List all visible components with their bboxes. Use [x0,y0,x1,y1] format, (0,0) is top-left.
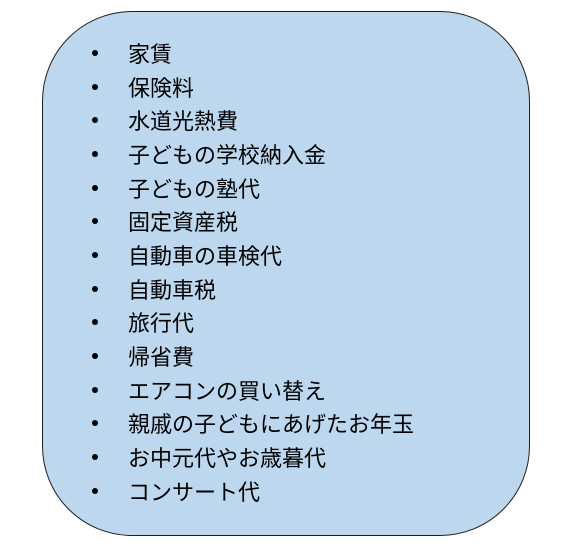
bullet-icon [92,319,98,326]
list-item-label: 保険料 [128,76,195,102]
list-item-label: お中元代やお歳暮代 [128,447,327,473]
bullet-icon [92,353,98,360]
list-item-label: エアコンの買い替え [128,379,327,405]
bullet-icon [92,117,98,124]
list-item: 自動車の車検代 [92,238,414,272]
list-item: 水道光熱費 [92,103,414,137]
bullet-icon [92,150,98,157]
list-item: エアコンの買い替え [92,373,414,407]
expense-card: 家賃保険料水道光熱費子どもの学校納入金子どもの塾代固定資産税自動車の車検代自動車… [42,11,530,536]
list-item: 子どもの塾代 [92,171,414,205]
list-item: お中元代やお歳暮代 [92,440,414,474]
list-item: 親戚の子どもにあげたお年玉 [92,407,414,441]
list-item: 旅行代 [92,306,414,340]
list-item-label: 水道光熱費 [128,110,239,136]
bullet-icon [92,285,98,292]
list-item: 家賃 [92,36,414,70]
list-item-label: 自動車の車検代 [128,244,283,270]
list-item-label: 自動車税 [128,278,217,304]
bullet-icon [92,386,98,393]
list-item-label: 帰省費 [128,346,195,372]
bullet-icon [92,184,98,191]
bullet-icon [92,83,98,90]
bullet-icon [92,218,98,225]
list-item-label: 子どもの学校納入金 [128,143,327,169]
bullet-icon [92,251,98,258]
list-item: 子どもの学校納入金 [92,137,414,171]
list-item-label: 子どもの塾代 [128,177,261,203]
list-item-label: コンサート代 [128,480,261,506]
list-item-label: 家賃 [128,42,173,68]
bullet-icon [92,49,98,56]
bullet-icon [92,420,98,427]
list-item-label: 親戚の子どもにあげたお年玉 [128,413,415,439]
list-item: 固定資産税 [92,204,414,238]
list-item: コンサート代 [92,474,414,508]
list-item: 保険料 [92,70,414,104]
bullet-icon [92,454,98,461]
list-item-label: 旅行代 [128,312,195,338]
bullet-icon [92,487,98,494]
list-item-label: 固定資産税 [128,211,239,237]
expense-list: 家賃保険料水道光熱費子どもの学校納入金子どもの塾代固定資産税自動車の車検代自動車… [92,36,414,508]
list-item: 帰省費 [92,339,414,373]
list-item: 自動車税 [92,272,414,306]
